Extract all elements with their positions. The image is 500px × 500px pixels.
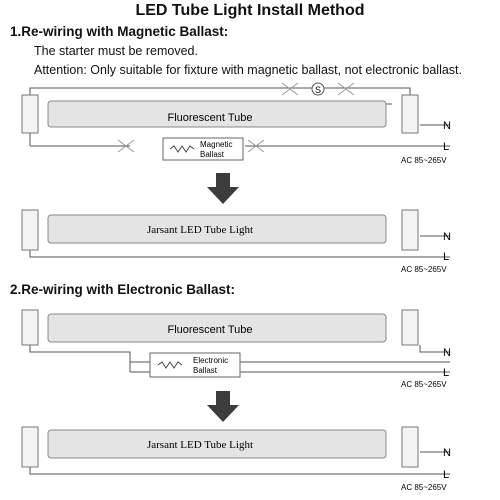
ballast-label-line2: Ballast: [200, 150, 225, 159]
section1-heading: 1.Re-wiring with Magnetic Ballast:: [10, 24, 229, 39]
live-label: L: [443, 251, 449, 263]
ballast-label-line1: Electronic: [193, 356, 228, 365]
section1-note-starter: The starter must be removed.: [34, 44, 198, 58]
neutral-label: N: [443, 120, 451, 132]
end-socket-left: [21, 209, 39, 251]
section2-heading: 2.Re-wiring with Electronic Ballast:: [10, 282, 236, 297]
end-socket-right: [401, 209, 419, 251]
page-title: LED Tube Light Install Method: [135, 2, 365, 19]
electronic-ballast-box: [149, 352, 241, 378]
starter-symbol: [311, 82, 325, 96]
end-socket-left: [21, 309, 39, 346]
starter-symbol-label: S: [315, 85, 321, 95]
neutral-label: N: [443, 347, 451, 359]
led-rewired-magnetic-diagram: Jarsant LED Tube Light N L AC 85~265V: [21, 209, 451, 274]
end-socket-right: [401, 309, 419, 346]
ballast-label-line2: Ballast: [193, 366, 218, 375]
voltage-label: AC 85~265V: [401, 156, 447, 165]
live-label: L: [443, 141, 449, 153]
electronic-ballast-diagram: Fluorescent Tube Electronic Ballast N L …: [21, 309, 451, 389]
tube-label: Fluorescent Tube: [168, 112, 253, 124]
magnetic-ballast-diagram: S Fluorescent Tube Magnetic Ballast N L …: [21, 82, 451, 165]
end-socket-left: [21, 94, 39, 134]
ballast-label-line1: Magnetic: [200, 140, 232, 149]
fluorescent-tube: [47, 313, 387, 343]
led-tube-label: Jarsant LED Tube Light: [147, 439, 253, 451]
live-label: L: [443, 469, 449, 481]
neutral-label: N: [443, 447, 451, 459]
magnetic-ballast-box: [162, 137, 244, 161]
voltage-label: AC 85~265V: [401, 265, 447, 274]
led-tube: [47, 429, 387, 459]
removed-starter-x-marks: [117, 82, 355, 153]
fluorescent-tube: [47, 100, 387, 128]
led-tube: [47, 214, 387, 244]
end-socket-right: [401, 94, 419, 134]
down-arrow-icon: [207, 391, 239, 422]
end-socket-left: [21, 426, 39, 468]
voltage-label: AC 85~265V: [401, 380, 447, 389]
down-arrow-icon: [207, 173, 239, 204]
neutral-label: N: [443, 231, 451, 243]
led-tube-label: Jarsant LED Tube Light: [147, 224, 253, 236]
tube-label: Fluorescent Tube: [168, 324, 253, 336]
end-socket-right: [401, 426, 419, 468]
voltage-label: AC 85~265V: [401, 483, 447, 492]
led-rewired-electronic-diagram: Jarsant LED Tube Light N L AC 85~265V: [21, 426, 451, 492]
section1-note-attention: Attention: Only suitable for fixture wit…: [34, 63, 462, 77]
live-label: L: [443, 367, 449, 379]
